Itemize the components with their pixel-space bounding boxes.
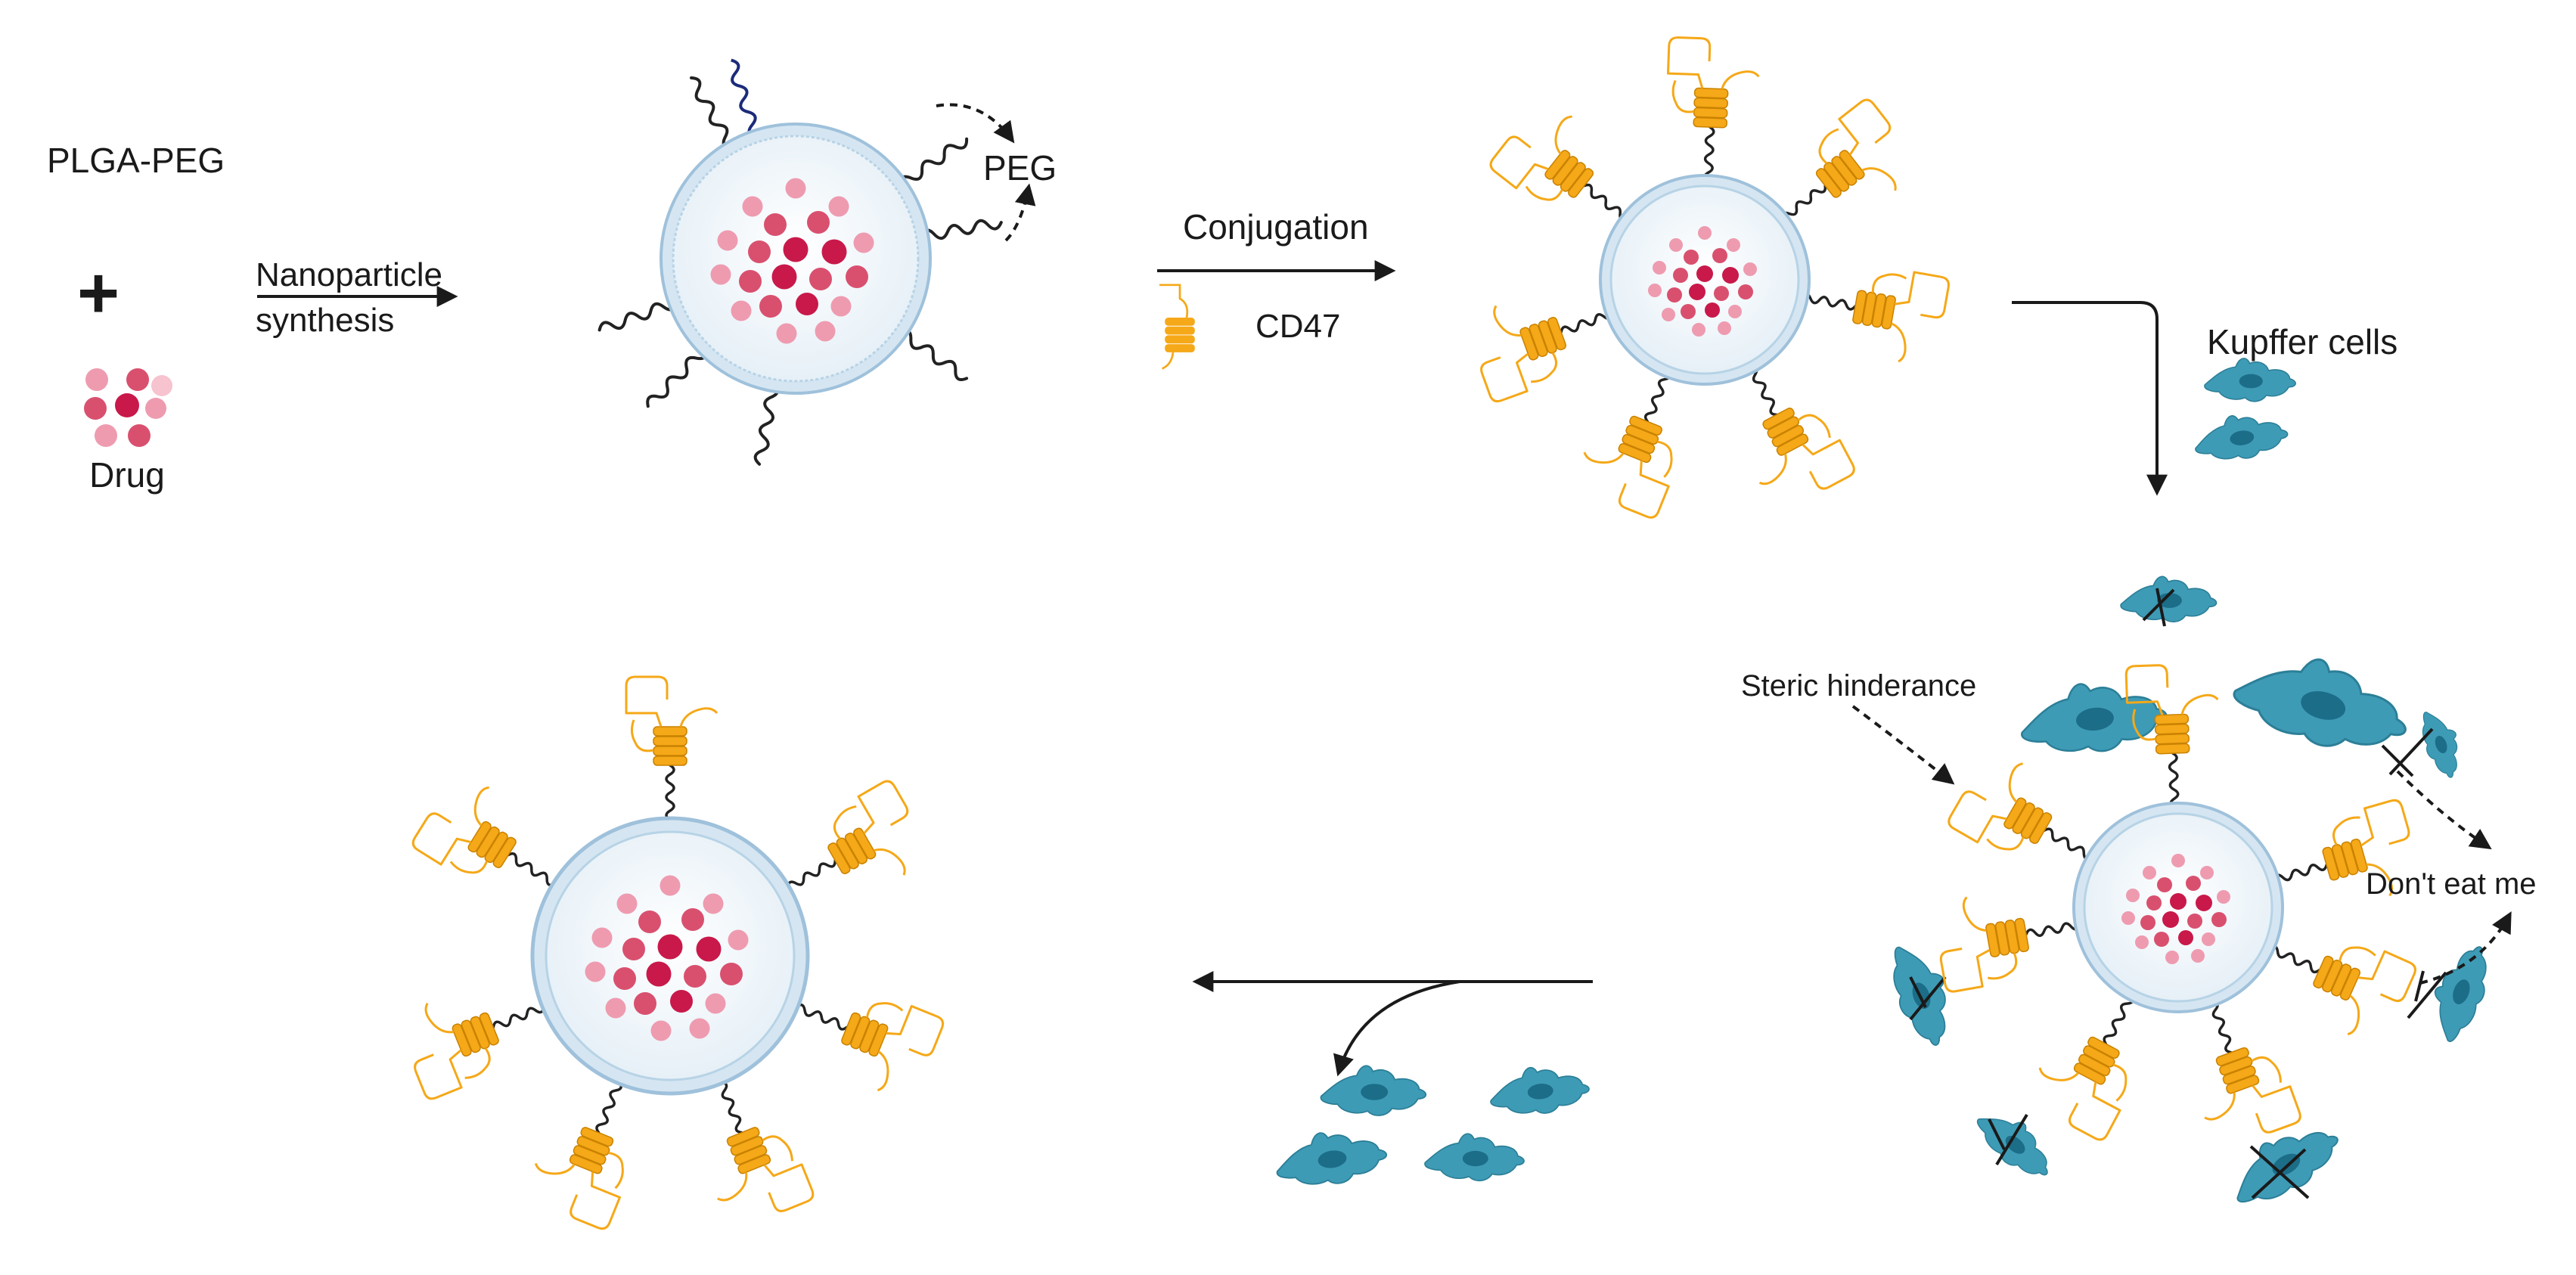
nanoparticle-label: Nanoparticle	[256, 256, 442, 293]
drug-molecules-icon	[84, 368, 172, 447]
blocked-crosses	[1909, 588, 2447, 1199]
kupffer-step-arrow	[2012, 301, 2168, 496]
kupffer-cell-icon	[1968, 1099, 2063, 1188]
synthesis-step: Nanoparticle synthesis	[256, 256, 458, 339]
kupffer-cell-icon	[2016, 674, 2171, 761]
peg-nanoparticle	[596, 58, 1004, 467]
kupffer-cell-icon	[2419, 937, 2500, 1048]
synthesis-label: synthesis	[256, 302, 394, 339]
kupffer-cell-icon	[2413, 704, 2470, 783]
drug-label: Drug	[89, 455, 165, 495]
kupffer-cell-icon	[2226, 640, 2419, 765]
kupffer-cell-icon	[1487, 1061, 1592, 1120]
cd47-nanoparticle-final	[392, 675, 947, 1234]
cd47-label: CD47	[1255, 308, 1341, 345]
kupffer-cell-icon	[1424, 1133, 1525, 1182]
plus-sign: +	[77, 253, 119, 333]
dont-eat-me-label: Don't eat me	[2366, 867, 2537, 901]
peg-chain-highlight	[731, 58, 757, 140]
peg-pointer-upper	[936, 103, 1015, 144]
macrophage-release-arrow	[1333, 980, 1460, 1077]
steric-hinderance-label: Steric hinderance	[1741, 669, 1976, 703]
peg-label: PEG	[983, 148, 1057, 188]
steric-pointer	[1851, 705, 1955, 785]
dont-eat-me-pointer-upper	[2396, 770, 2492, 850]
kupffer-cell-icon	[2120, 575, 2218, 623]
kupffer-cell-icon	[1880, 935, 1965, 1053]
kupffer-cell-icon	[2204, 358, 2296, 402]
dont-eat-me-pointer-lower	[2419, 911, 2512, 985]
kupffer-evasion-scene: Steric hinderance Don't eat me	[1741, 575, 2537, 1218]
cd47-nanoparticle-top	[1460, 36, 1951, 522]
inputs-group: PLGA-PEG + Drug	[47, 141, 225, 495]
kupffer-cell-icon	[2190, 408, 2291, 466]
conjugation-label: Conjugation	[1183, 207, 1369, 247]
kupffer-cell-icon	[1271, 1123, 1391, 1193]
kupffer-cells-label: Kupffer cells	[2207, 322, 2398, 361]
peg-pointer-lower	[1004, 183, 1036, 242]
plga-peg-label: PLGA-PEG	[47, 141, 225, 180]
conjugation-step: Conjugation CD47	[1157, 207, 1396, 370]
cd47-protein-icon	[1159, 284, 1195, 370]
kupffer-cell-icon	[1320, 1065, 1427, 1116]
